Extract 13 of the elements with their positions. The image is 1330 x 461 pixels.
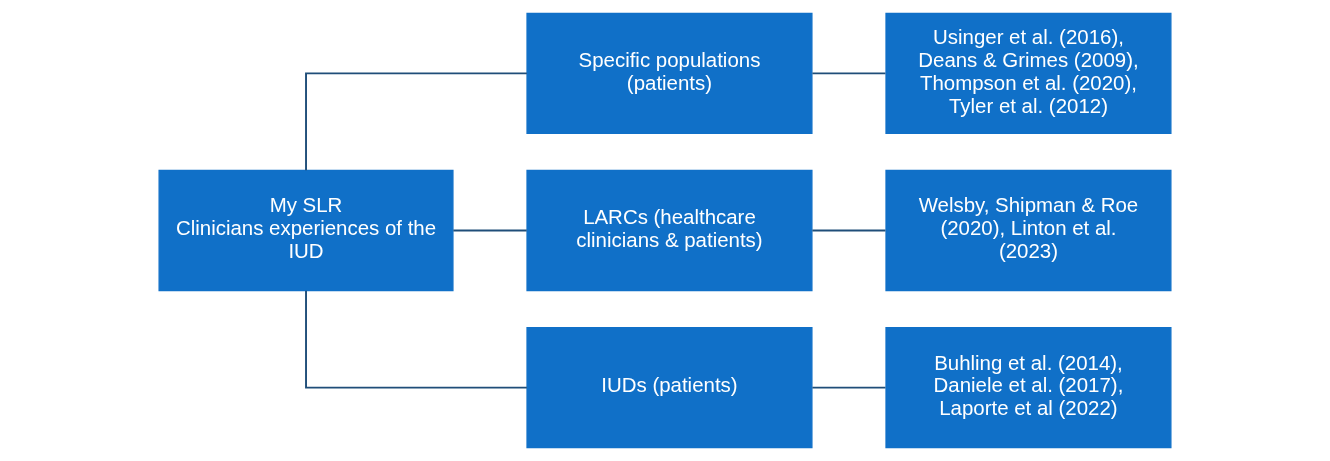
node-box: IUDs (patients) (526, 326, 813, 449)
node-box: LARCs (healthcare clinicians & patients) (526, 169, 813, 292)
connector (305, 289, 528, 389)
node-box: Welsby, Shipman & Roe (2020), Linton et al. (2023) (885, 169, 1172, 292)
node-box: My SLR Clinicians experiences of the IUD (158, 169, 454, 292)
connector (811, 229, 887, 232)
connector (305, 72, 528, 172)
node-box: Buhling et al. (2014), Daniele et al. (2017), Laporte et al (2022) (885, 326, 1172, 449)
connector (452, 229, 528, 232)
node-box: Usinger et al. (2016), Deans & Grimes (2009), Thompson et al. (2020), Tyler et al. (2012) (885, 12, 1172, 135)
node-box: Specific populations (patients) (526, 12, 813, 135)
connector (811, 386, 887, 389)
connector (811, 72, 887, 75)
